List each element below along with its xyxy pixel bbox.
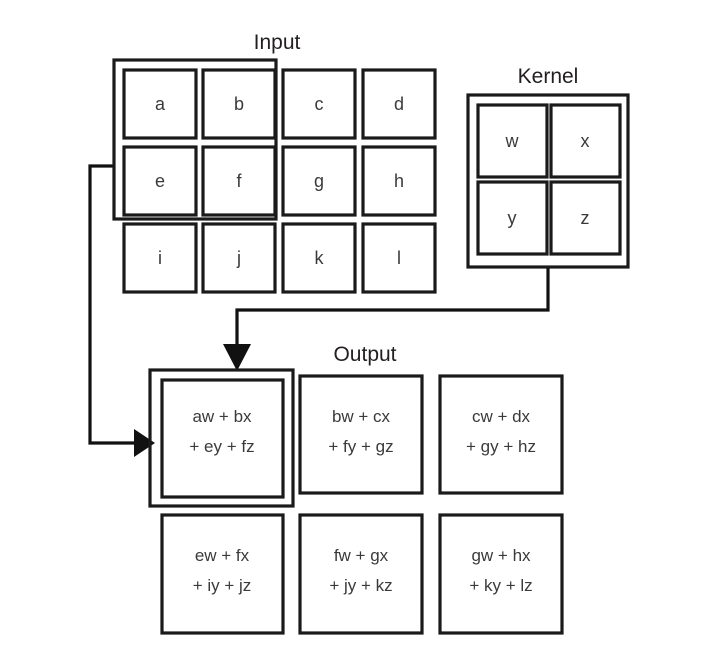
- input-cell-f-label: f: [236, 171, 242, 191]
- kernel-cell-w[interactable]: [476, 103, 549, 179]
- input-cell-j-label: j: [236, 248, 241, 268]
- output-cell-r0c2-line2: + gy + hz: [466, 437, 536, 456]
- output-cell-r0c1-line2: + fy + gz: [328, 437, 393, 456]
- kernel-cell-x[interactable]: [549, 103, 622, 179]
- output-cell-r0c0[interactable]: [160, 378, 285, 499]
- input-cell-f[interactable]: [201, 145, 277, 217]
- kernel-outer-box[interactable]: [466, 93, 630, 269]
- output-cell-r1c2-line2: + ky + lz: [469, 576, 532, 595]
- output-cell-r0c0-line2: + ey + fz: [189, 437, 254, 456]
- kernel-to-output-arrowhead-icon: [223, 344, 251, 371]
- input-to-output-line: [88, 164, 140, 445]
- input-cell-l-label: l: [397, 248, 401, 268]
- input-cell-h-label: h: [394, 171, 404, 191]
- output-cell-r0c2[interactable]: [438, 374, 564, 495]
- kernel-cell-z[interactable]: [549, 180, 622, 256]
- output-cell-r0c1[interactable]: [298, 374, 424, 495]
- input-cell-i[interactable]: [122, 222, 198, 294]
- input-cell-d[interactable]: [361, 68, 437, 140]
- connector-input-to-output: [88, 164, 155, 457]
- input-section: Input a b c d e f g h i j: [112, 31, 437, 294]
- input-cell-k-label: k: [315, 248, 325, 268]
- input-cell-g[interactable]: [281, 145, 357, 217]
- input-cell-e-label: e: [155, 171, 165, 191]
- input-cell-a[interactable]: [122, 68, 198, 140]
- output-cell-r0c1-line1: bw + cx: [332, 407, 391, 426]
- output-cell-r0c0-line1: aw + bx: [192, 407, 252, 426]
- output-cell-r1c1-line2: + jy + kz: [329, 576, 392, 595]
- input-cell-l[interactable]: [361, 222, 437, 294]
- input-cell-a-label: a: [155, 94, 166, 114]
- output-cell-r0c2-line1: cw + dx: [472, 407, 531, 426]
- input-highlight-box[interactable]: [112, 58, 278, 221]
- kernel-cell-y-label: y: [508, 208, 517, 228]
- input-title: Input: [254, 31, 301, 54]
- input-to-output-arrowhead-icon: [134, 429, 155, 457]
- input-cell-g-label: g: [314, 171, 324, 191]
- kernel-cell-x-label: x: [581, 131, 590, 151]
- output-cell-r1c1[interactable]: [298, 513, 424, 635]
- output-cell-r1c0-line2: + iy + jz: [193, 576, 252, 595]
- input-cell-e[interactable]: [122, 145, 198, 217]
- output-section: Output aw + bx + ey + fz bw + cx + fy + …: [148, 343, 564, 635]
- output-highlight-box[interactable]: [148, 368, 295, 508]
- input-cell-j[interactable]: [201, 222, 277, 294]
- output-cell-r1c2-line1: gw + hx: [471, 546, 531, 565]
- input-cell-i-label: i: [158, 248, 162, 268]
- kernel-cell-z-label: z: [581, 208, 590, 228]
- output-cell-r1c2[interactable]: [438, 513, 564, 635]
- input-cell-k[interactable]: [281, 222, 357, 294]
- kernel-cell-y[interactable]: [476, 180, 549, 256]
- input-cell-h[interactable]: [361, 145, 437, 217]
- input-cell-b-label: b: [234, 94, 244, 114]
- input-cell-c-label: c: [315, 94, 324, 114]
- kernel-section: Kernel w x y z: [466, 65, 630, 269]
- kernel-cell-w-label: w: [505, 131, 520, 151]
- input-cell-b[interactable]: [201, 68, 277, 140]
- kernel-to-output-line: [235, 267, 550, 350]
- output-cell-r1c0[interactable]: [160, 513, 285, 635]
- output-cell-r1c0-line1: ew + fx: [195, 546, 250, 565]
- output-title: Output: [333, 343, 396, 366]
- input-cell-c[interactable]: [281, 68, 357, 140]
- output-cell-r1c1-line1: fw + gx: [334, 546, 389, 565]
- input-cell-d-label: d: [394, 94, 404, 114]
- kernel-title: Kernel: [518, 65, 579, 88]
- connector-kernel-to-output: [223, 267, 550, 371]
